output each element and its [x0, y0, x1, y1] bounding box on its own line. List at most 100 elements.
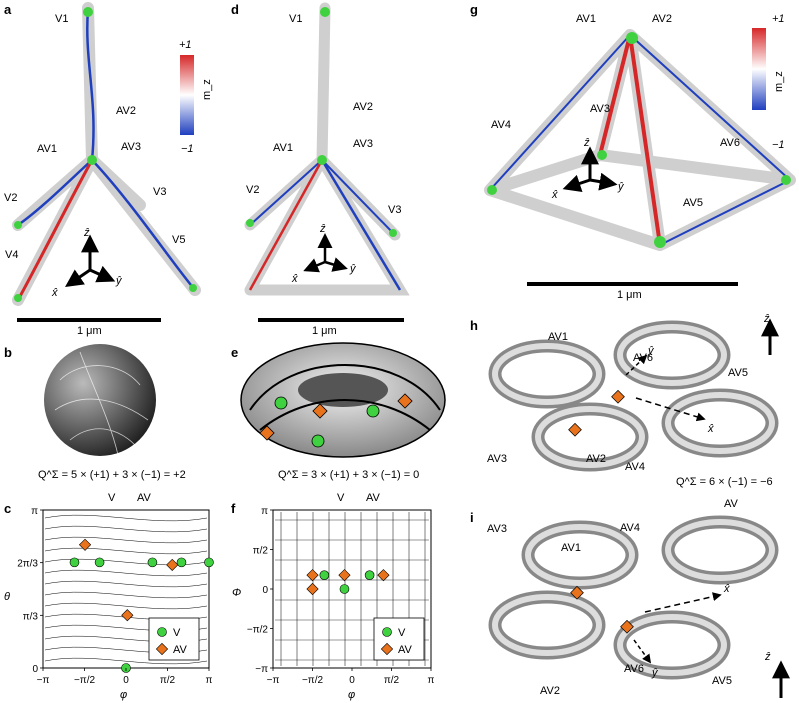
legend-f-v: V	[398, 627, 406, 639]
vortex-marker	[654, 236, 666, 248]
label-h-2: AV5	[728, 367, 748, 379]
x-tick-label: 0	[349, 675, 355, 686]
vortex-point	[339, 584, 350, 594]
x-tick-label: −π/2	[74, 675, 96, 686]
scale-bar-label: 1 μm	[312, 325, 337, 337]
panel-g: g AV1 AV2 AV3 AV4 AV6 AV5 ẑ ŷ x̂ 1 μm +1…	[470, 2, 796, 301]
colorbar	[180, 55, 194, 135]
axis-x: x̂	[707, 423, 714, 435]
charge-formula-e: Q^Σ = 3 × (+1) + 3 × (−1) = 0	[278, 469, 419, 481]
vortex-marker	[14, 221, 22, 229]
under-v-b: V	[108, 492, 116, 504]
torus-rings	[488, 515, 779, 680]
axis-y: ŷ	[617, 181, 625, 193]
label-g-0: AV1	[576, 13, 596, 25]
label-a-7: V5	[172, 234, 185, 246]
axis-x: x̂	[551, 189, 558, 201]
axis-triad: ẑ ŷ x̂	[291, 223, 357, 285]
vortex-point	[176, 557, 187, 568]
panel-letter-f: f	[231, 501, 236, 516]
y-axis-dashed	[633, 639, 652, 664]
panel-letter-c: c	[4, 501, 11, 516]
streamlines-c	[44, 514, 208, 665]
vortex-point	[364, 570, 375, 580]
label-d-1: AV2	[353, 101, 373, 113]
antivortex-point	[377, 569, 390, 582]
vortex-marker	[597, 150, 607, 160]
x-tick-label: 0	[123, 675, 129, 686]
ylabel-f: Φ	[232, 587, 241, 599]
streamline	[44, 536, 208, 544]
y-tick-label: 2π/3	[17, 559, 38, 570]
panel-b: b Q^Σ = 5 × (+1) + 3 × (−1) = +2 V AV	[4, 344, 186, 504]
label-a-4: V2	[4, 192, 17, 204]
y-tick-label: 0	[32, 664, 38, 675]
streamline	[44, 569, 208, 577]
label-d-4: V2	[246, 184, 259, 196]
axis-triad: ẑ ŷ x̂	[51, 227, 123, 299]
panel-letter-e: e	[231, 345, 238, 360]
torus-hole	[298, 373, 388, 407]
antivortex-marker	[312, 403, 328, 419]
panel-letter-d: d	[231, 2, 239, 17]
vortex-point	[69, 557, 80, 568]
label-h-1: AV6	[633, 352, 653, 364]
x-tick-label: −π	[267, 675, 280, 686]
colorbar-top: +1	[772, 13, 785, 25]
label-d-0: V1	[289, 13, 302, 25]
axis-z: ẑ	[583, 137, 590, 149]
torus-rings	[488, 320, 779, 472]
label-a-0: V1	[55, 13, 68, 25]
charge-formula-b: Q^Σ = 5 × (+1) + 3 × (−1) = +2	[38, 469, 186, 481]
label-g-5: AV5	[683, 197, 703, 209]
antivortex-marker	[620, 619, 634, 634]
vortex-marker	[14, 294, 22, 302]
axis-x: x̂	[51, 287, 58, 299]
panel-letter-i: i	[470, 510, 474, 525]
y-tick-label: π	[31, 506, 38, 517]
magnetization-strings-blue	[489, 34, 791, 246]
streamlines	[249, 364, 441, 431]
axis-y: ŷ	[349, 263, 357, 275]
streamline	[44, 591, 208, 599]
label-g-3: AV4	[491, 119, 511, 131]
panel-letter-b: b	[4, 345, 12, 360]
legend-c-v: V	[173, 627, 181, 639]
antivortex-point	[121, 609, 134, 622]
streamline	[44, 657, 208, 665]
panel-letter-h: h	[470, 318, 478, 333]
points-c	[69, 538, 214, 673]
streamline	[44, 602, 208, 610]
panel-letter-g: g	[470, 2, 478, 17]
label-h-3: AV3	[487, 453, 507, 465]
scale-bar-label: 1 μm	[77, 325, 102, 337]
axis-z: ẑ	[763, 313, 770, 325]
streamline	[44, 558, 208, 566]
xlabel-f: φ	[348, 689, 355, 701]
vortex-marker	[246, 219, 254, 227]
vortex-marker	[83, 7, 93, 17]
label-a-5: V3	[153, 186, 166, 198]
y-tick-label: −π/2	[247, 625, 269, 636]
label-a-1: AV2	[116, 105, 136, 117]
colorbar-bottom: −1	[772, 139, 785, 151]
vortex-marker	[626, 32, 638, 44]
y-tick-label: π/2	[253, 546, 269, 557]
axis-z: ẑ	[83, 227, 90, 239]
y-tick-label: π	[261, 506, 268, 517]
y-tick-label: 0	[262, 585, 268, 596]
colorbar	[752, 28, 766, 110]
label-g-2: AV3	[590, 103, 610, 115]
antivortex-point	[78, 538, 92, 551]
antivortex-point	[306, 582, 319, 596]
x-tick-label: −π	[37, 675, 50, 686]
y-tick-label: −π	[255, 664, 268, 675]
label-i-1: AV4	[620, 522, 640, 534]
axis-y: ŷ	[115, 275, 123, 287]
antivortex-marker	[611, 389, 625, 404]
panel-d: d V1 AV2 AV1 AV3 V2 V3 ẑ ŷ x̂ 1 μm	[231, 2, 410, 337]
y-axis-dashed	[625, 354, 648, 376]
